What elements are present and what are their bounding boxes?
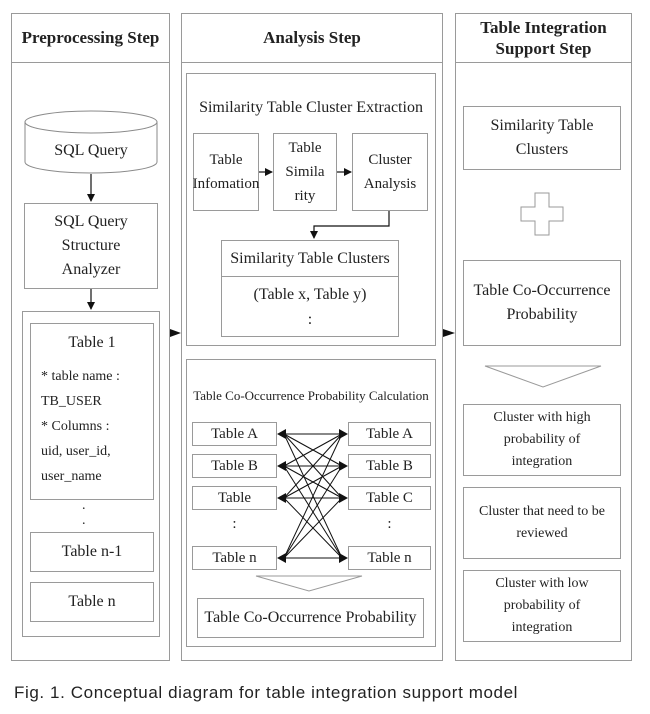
- right-table-n: Table n: [348, 546, 431, 570]
- left-table-b: Table B: [192, 454, 277, 478]
- left-table-a: Table A: [192, 422, 277, 446]
- preprocessing-header: Preprocessing Step: [11, 13, 170, 63]
- cooccurrence-result-box: Table Co-Occurrence Probability: [197, 598, 424, 638]
- left-table-ellipsis: :: [232, 516, 237, 532]
- table-1-title: Table 1: [68, 334, 116, 351]
- left-table-c: Table: [192, 486, 277, 510]
- right-table-a: Table A: [348, 422, 431, 446]
- cluster-extraction-title: Similarity Table Cluster Extraction: [199, 99, 423, 116]
- table-n-minus-1-box: Table n-1: [30, 532, 154, 572]
- right-table-ellipsis: :: [387, 516, 392, 532]
- sql-query-label: SQL Query: [54, 142, 128, 159]
- sql-query-database: SQL Query: [24, 110, 158, 174]
- table-information-box: Table Infomation: [193, 133, 259, 211]
- similarity-clusters-content: (Table x, Table y) :: [253, 286, 367, 328]
- left-table-n: Table n: [192, 546, 277, 570]
- arrow-analysis-to-integration: [443, 329, 455, 337]
- analysis-header: Analysis Step: [181, 13, 443, 63]
- cluster-analysis-box: Cluster Analysis: [352, 133, 428, 211]
- cluster-need-review: Cluster that need to be reviewed: [463, 487, 621, 559]
- right-table-c: Table C: [348, 486, 431, 510]
- cluster-high-probability: Cluster with high probability of integra…: [463, 404, 621, 476]
- table-1-box: Table 1 * table name : TB_USER * Columns…: [30, 323, 154, 500]
- integration-header: Table Integration Support Step: [455, 13, 632, 63]
- table-similarity-box: Table Simila rity: [273, 133, 337, 211]
- table-1-details: * table name : TB_USER * Columns : uid, …: [41, 369, 120, 484]
- integration-similarity-clusters: Similarity Table Clusters: [463, 106, 621, 170]
- right-table-b: Table B: [348, 454, 431, 478]
- figure-caption: Fig. 1. Conceptual diagram for table int…: [14, 683, 519, 702]
- cluster-low-probability: Cluster with low probability of integrat…: [463, 570, 621, 642]
- vertical-ellipsis: . .: [82, 498, 86, 528]
- arrow-preprocessing-to-analysis: [170, 329, 181, 337]
- table-n-box: Table n: [30, 582, 154, 622]
- sql-query-structure-analyzer: SQL Query Structure Analyzer: [24, 203, 158, 289]
- similarity-clusters-title: Similarity Table Clusters: [222, 241, 398, 277]
- similarity-clusters-box: Similarity Table Clusters (Table x, Tabl…: [221, 240, 399, 337]
- database-cylinder-icon: [24, 110, 158, 174]
- cooccurrence-calc-title: Table Co-Occurrence Probability Calculat…: [193, 388, 429, 403]
- integration-cooccurrence-probability: Table Co-Occurrence Probability: [463, 260, 621, 346]
